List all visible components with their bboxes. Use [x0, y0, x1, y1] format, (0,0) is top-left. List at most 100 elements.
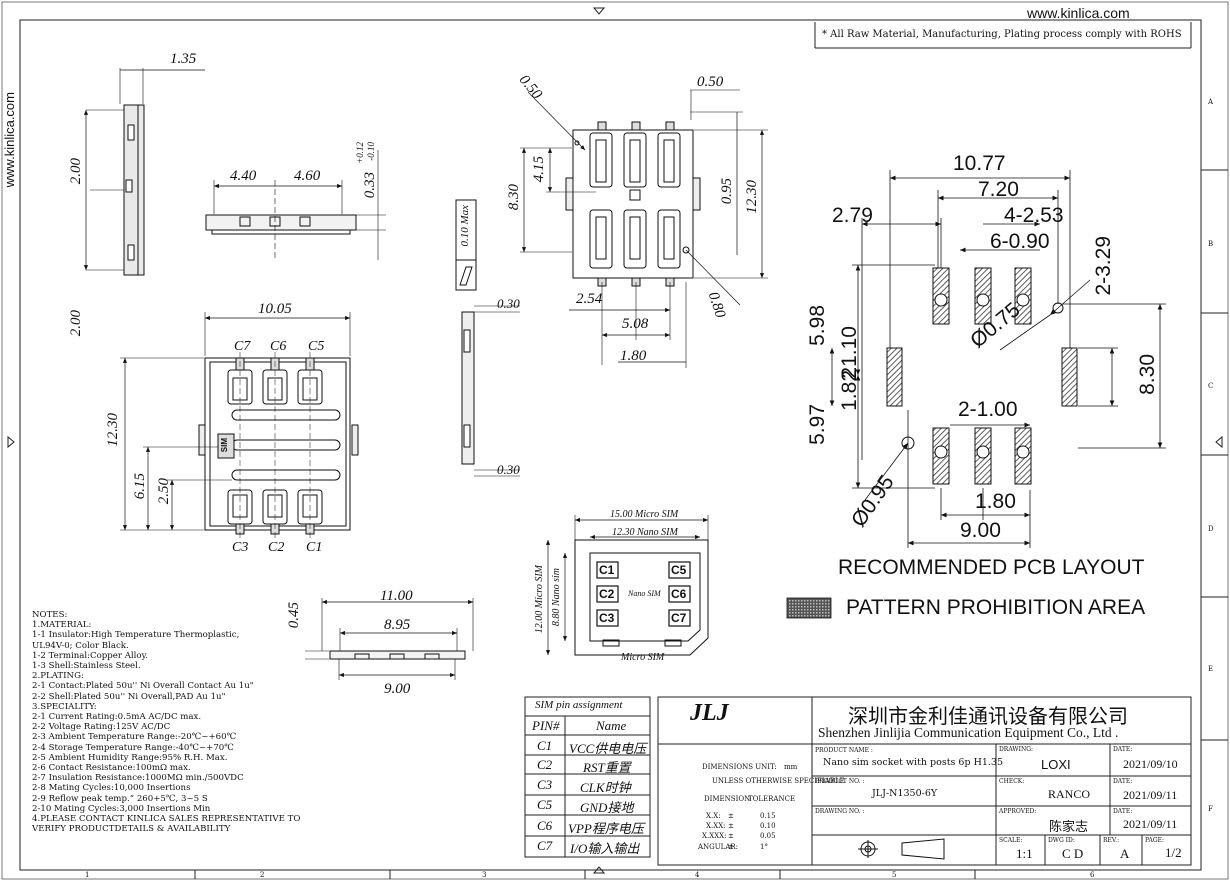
dim-2-00-top: 2.00: [68, 158, 84, 185]
tol-xxx-val: 0.05: [760, 832, 776, 840]
note-line: 2-2 Shell:Plated 50u'' Ni Overall,PAD Au…: [32, 691, 226, 702]
prohibition-legend-swatch: [786, 597, 832, 619]
pin-row-id: C1: [537, 738, 553, 753]
pcb-dim-7-20: 7.20: [978, 178, 1019, 201]
unless-specified: UNLESS OTHERWISE SPECIFIABLE: [712, 777, 845, 785]
card-contact-c2: C2: [599, 587, 615, 601]
drawing-by-label: DRAWING:: [999, 746, 1034, 753]
tol-xxx-pm: ±: [728, 832, 734, 840]
dim-1-35: 1.35: [170, 51, 197, 67]
pin-row-id: C6: [537, 818, 553, 833]
card-contact-c7: C7: [671, 611, 687, 625]
pcb-dim-10-77: 10.77: [953, 152, 1006, 175]
pcb-dimension-lines: [829, 170, 1166, 548]
sim-marking: SIM: [220, 438, 229, 453]
dim-0-33: 0.33: [362, 172, 378, 199]
pin-row-name: GND接地: [580, 800, 634, 815]
pin-row-name: VCC供电电压: [569, 741, 647, 756]
pin-row-id: C3: [537, 777, 553, 792]
card-micro-label: Micro SIM: [621, 652, 665, 663]
pin-row-name: I/O输入输出: [570, 841, 640, 856]
note-line: 2.PLATING:: [32, 671, 84, 682]
page-label: PAGE:: [1145, 837, 1165, 844]
compliance-note: * All Raw Material, Manufacturing, Plati…: [822, 29, 1182, 40]
website-side[interactable]: www.kinlica.com: [2, 92, 17, 188]
dim-4-60: 4.60: [294, 168, 321, 184]
website-header[interactable]: www.kinlica.com: [1027, 5, 1130, 21]
card-nano-width: 12.30 Nano SIM: [612, 527, 678, 538]
scale-value: 1:1: [1016, 846, 1033, 861]
pcb-dim-9-00: 9.00: [960, 519, 1001, 542]
dwg-id-label: DWG ID:: [1048, 837, 1075, 844]
date-label-3: DATE:: [1113, 808, 1133, 815]
note-line: 1-2 Terminal:Copper Alloy.: [32, 650, 149, 661]
contact-label-c3: C3: [232, 540, 249, 555]
date-drawing: 2021/09/10: [1123, 757, 1178, 771]
zone-row-f: F: [1208, 805, 1213, 813]
dim-2-50: 2.50: [156, 478, 172, 505]
tol-x-pm: ±: [728, 812, 734, 820]
pcb-dim-5-97: 5.97: [806, 404, 829, 445]
tol-angular-val: 1°: [760, 843, 768, 851]
dim-0-50: 0.50: [697, 74, 724, 90]
product-no-label: PRODUCT NO. :: [815, 778, 865, 785]
product-name-label: PRODUCT NAME :: [815, 747, 873, 754]
notes-block: NOTES: 1.MATERIAL: 1-1 Insulator:High Te…: [32, 610, 300, 834]
note-line: 1.MATERIAL:: [32, 620, 92, 631]
card-nano-label: Nano SIM: [628, 589, 661, 598]
tol-angular-pm: ±: [728, 843, 734, 851]
note-line: 2-6 Contact Resistance:100mΩ max.: [32, 763, 191, 774]
card-contact-c5: C5: [671, 563, 687, 577]
tol-xxx: X.XXX:: [702, 832, 727, 840]
contact-label-c2: C2: [268, 540, 285, 555]
dim-12-30-left: 12.30: [105, 413, 121, 447]
check-label: CHECK:: [999, 778, 1025, 785]
zone-row-a: A: [1208, 98, 1214, 106]
note-line: 2-4 Storage Temperature Range:-40℃~+70℃: [32, 742, 234, 753]
dimensions-unit-label: DIMENSIONS UNIT:: [702, 763, 777, 771]
centre-marks: [7, 7, 1223, 874]
pin-table-title: SIM pin assignment: [535, 699, 623, 711]
tol-xx: X.XX:: [706, 822, 726, 830]
pin-row-id: C5: [537, 797, 553, 812]
card-contacts: [596, 561, 691, 627]
zone-col-1: 1: [85, 871, 90, 879]
approved-label: APPROVED:: [999, 808, 1037, 815]
company-name-cn: 深圳市金利佳通讯设备有限公司: [848, 706, 1128, 728]
dim-8-30: 8.30: [506, 184, 522, 211]
note-line: 3.SPECIALITY:: [32, 701, 97, 712]
dim-5-08: 5.08: [622, 316, 649, 332]
note-line: 2-8 Mating Cycles:10,000 Insertions: [32, 783, 191, 794]
dim-0-95: 0.95: [719, 178, 735, 205]
drawing-no-label: DRAWING NO. :: [815, 808, 865, 815]
note-line: 1-3 Shell:Stainless Steel.: [32, 661, 141, 672]
product-name: Nano sim socket with posts 6p H1.35: [823, 757, 1004, 768]
pcb-dim-6-0-90: 6-0.90: [990, 230, 1050, 253]
dim-12-30-mid: 12.30: [744, 180, 760, 214]
pin-row-name: RST重置: [583, 760, 631, 775]
title-block-grid: [524, 696, 1192, 866]
zone-row-e: E: [1208, 665, 1214, 673]
pin-row-name: CLK时钟: [580, 780, 631, 795]
date-label-2: DATE:: [1113, 778, 1133, 785]
pcb-dim-2-3-29: 2-3.29: [1092, 236, 1115, 296]
note-line: 1-1 Insulator:High Temperature Thermopla…: [32, 630, 240, 641]
zone-row-c: C: [1208, 382, 1214, 390]
dim-0-30-bottom: 0.30: [497, 462, 520, 477]
contact-label-c6: C6: [270, 339, 287, 354]
dimensions-unit: mm: [784, 763, 798, 771]
dim-11-00: 11.00: [380, 588, 413, 604]
front-view-small: [205, 150, 386, 260]
date-label-1: DATE:: [1113, 746, 1133, 753]
tol-angular: ANGULAR:: [698, 843, 739, 851]
dim-2-00-bottom: 2.00: [68, 310, 84, 337]
card-micro-width: 15.00 Micro SIM: [610, 509, 679, 520]
product-no: JLJ-N1350-6Y: [872, 788, 938, 799]
approved-by: 陈家志: [1049, 819, 1089, 834]
tol-x: X.X:: [706, 812, 721, 820]
pcb-layout: [786, 170, 1166, 619]
card-nano-height: 8.80 Nano sim: [551, 568, 562, 627]
note-line: 2-1 Contact:Plated 50u'' Ni Overall Cont…: [32, 681, 254, 692]
note-line: UL94V-0; Color Black.: [32, 640, 129, 651]
